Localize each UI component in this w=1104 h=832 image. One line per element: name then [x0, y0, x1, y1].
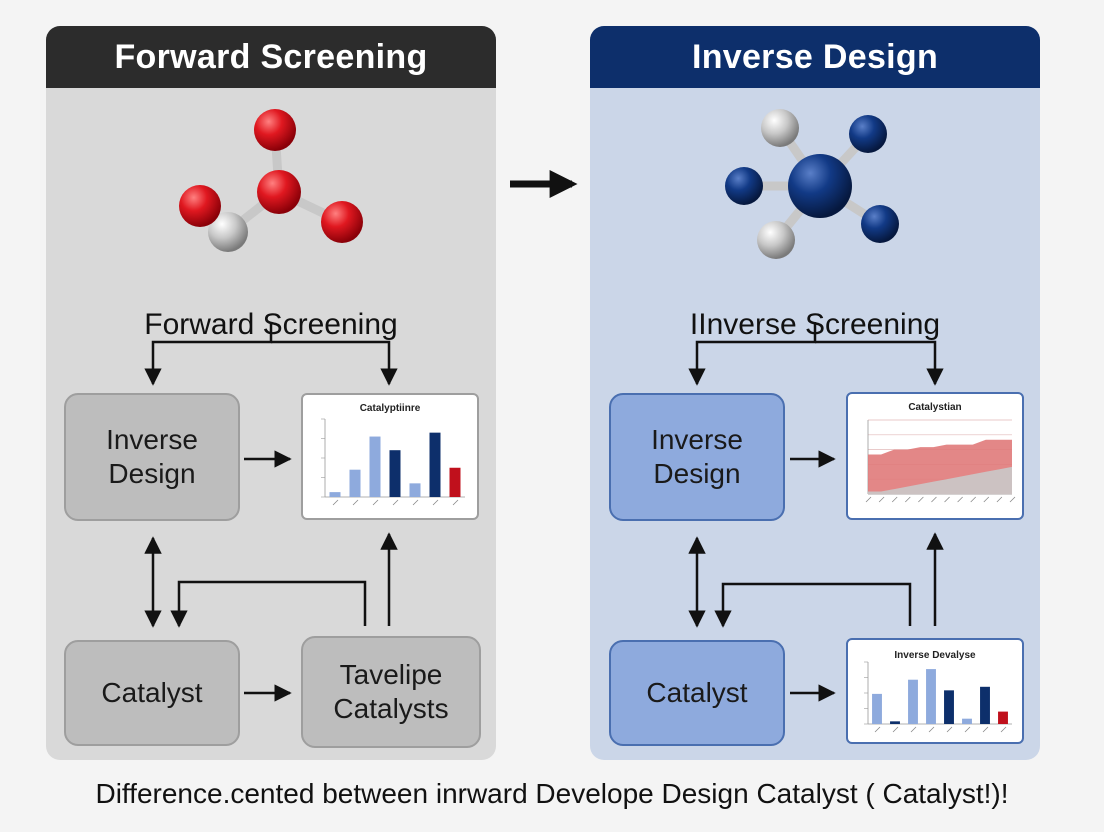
x-tick-mark [874, 726, 881, 733]
inverse-area-chart-card: Catalystian [846, 392, 1024, 520]
x-tick-mark [878, 496, 885, 503]
x-tick-mark [904, 496, 911, 503]
forward-chart-card: Catalyptiinre [301, 393, 479, 520]
bar [908, 679, 918, 724]
bar [449, 467, 461, 497]
bar [944, 690, 954, 724]
bar [429, 432, 441, 497]
x-tick-mark [432, 499, 439, 506]
x-tick-mark [983, 496, 990, 503]
x-tick-mark [1000, 726, 1007, 733]
x-tick-mark [352, 499, 359, 506]
forward-flow-connectors [144, 322, 398, 702]
bar [998, 711, 1008, 724]
bar [962, 718, 972, 724]
inverse-bar-chart [864, 661, 1012, 733]
x-tick-mark [996, 496, 1003, 503]
inverse-molecule-icon [725, 109, 899, 259]
x-tick-mark [964, 726, 971, 733]
bar [389, 450, 401, 497]
bar [980, 686, 990, 724]
bar [369, 436, 381, 497]
forward-catalyst-box: Catalyst [64, 640, 240, 746]
inverse-catalyst-box: Catalyst [609, 640, 785, 746]
x-tick-mark [957, 496, 963, 503]
x-tick-mark [970, 496, 977, 503]
inverse-flow-connectors [688, 322, 944, 702]
forward-screening-header: Forward Screening [46, 26, 496, 88]
tavelipe-catalysts-box: Tavelipe Catalysts [301, 636, 481, 748]
bar [926, 669, 936, 724]
inverse-area-chart [865, 419, 1016, 503]
bar [349, 469, 361, 497]
x-tick-mark [982, 726, 989, 733]
x-tick-mark [891, 496, 898, 503]
x-tick-mark [931, 496, 937, 503]
inverse-area-chart-title: Catalystian [908, 402, 962, 413]
figure-caption: Difference.cented between inrward Develo… [95, 778, 1009, 809]
forward-bar-chart [321, 418, 465, 506]
bar [890, 721, 900, 724]
x-tick-mark [1009, 496, 1016, 503]
bar [872, 693, 882, 724]
x-tick-mark [332, 499, 339, 506]
forward-molecule-icon [179, 109, 363, 252]
forward-chart-title: Catalyptiinre [359, 403, 421, 414]
inverse-inverse-design-box: Inverse Design [609, 393, 785, 521]
inverse-bar-chart-card: Inverse Devalyse [846, 638, 1024, 744]
area-series [868, 466, 1012, 494]
x-tick-mark [928, 726, 935, 733]
forward-inverse-design-box: Inverse Design [64, 393, 240, 521]
x-tick-mark [392, 499, 399, 506]
inverse-bar-chart-title: Inverse Devalyse [894, 650, 976, 661]
x-tick-mark [910, 726, 917, 733]
x-tick-mark [452, 499, 459, 506]
x-tick-mark [944, 496, 950, 503]
inverse-design-header: Inverse Design [590, 26, 1040, 88]
x-tick-mark [372, 499, 379, 506]
x-tick-mark [918, 496, 924, 503]
bar [409, 483, 421, 497]
x-tick-mark [892, 726, 899, 733]
x-tick-mark [412, 499, 419, 506]
x-tick-mark [946, 726, 953, 733]
x-tick-mark [865, 496, 872, 503]
bar [329, 492, 341, 497]
